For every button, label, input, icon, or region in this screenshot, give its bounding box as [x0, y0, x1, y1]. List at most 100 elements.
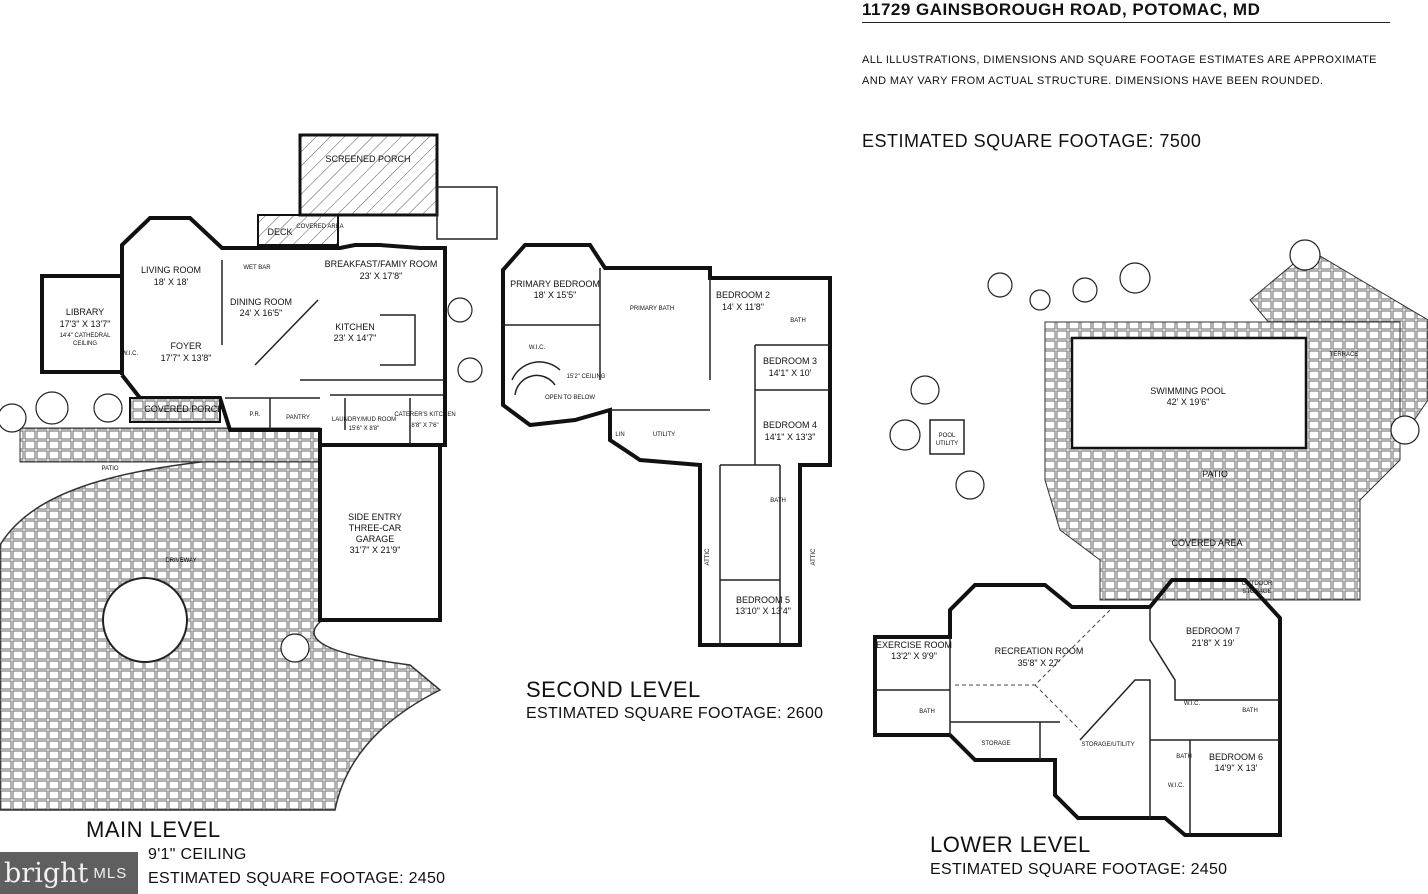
bright-mls-watermark: bright MLS — [0, 852, 138, 894]
lower-level-title: LOWER LEVEL — [930, 832, 1091, 857]
label-bath: BATH — [919, 709, 935, 715]
label-pantry: PANTRY — [286, 415, 310, 421]
label-bedroom-2-dim: 14' X 11'8" — [722, 302, 764, 312]
label-primary-bedroom: PRIMARY BEDROOM — [510, 279, 600, 289]
label-kitchen-dim: 23' X 14'7" — [334, 333, 377, 343]
label-outdoor-storage: OUTDOOR — [1242, 581, 1273, 587]
main-level-title: MAIN LEVEL — [86, 817, 221, 842]
label-open-to-below: OPEN TO BELOW — [545, 395, 595, 401]
total-square-footage: ESTIMATED SQUARE FOOTAGE: 7500 — [862, 131, 1202, 151]
label-bath-2: BATH — [770, 498, 786, 504]
beam-lines — [955, 609, 1111, 731]
label-exercise-room: EXERCISE ROOM — [876, 640, 952, 650]
interior-walls — [221, 260, 445, 445]
planter-circle — [102, 577, 188, 663]
porch-stairs — [436, 186, 498, 240]
label-recreation-room-dim: 35'8" X 27' — [1018, 658, 1061, 668]
spiral-stair — [511, 361, 561, 396]
label-exercise-room-dim: 13'2" X 9'9" — [891, 651, 937, 661]
watermark-brand: bright — [4, 857, 89, 889]
label-foyer-dim: 17'7" X 13'8" — [161, 353, 212, 363]
lower-house-walls — [873, 578, 1282, 837]
label-bedroom-4-dim: 14'1" X 13'3" — [765, 432, 816, 442]
label-outdoor-storage-2: STORAGE — [1242, 589, 1271, 595]
pool-utility — [929, 419, 965, 455]
main-level-ceiling: 9'1" CEILING — [148, 846, 247, 863]
label-breakfast-room-dim: 23' X 17'8" — [360, 271, 403, 281]
label-deck: DECK — [267, 227, 292, 237]
label-covered-area: COVERED AREA — [1171, 538, 1242, 548]
deck-area — [257, 214, 339, 246]
label-bedroom-4: BEDROOM 4 — [763, 420, 817, 430]
watermark-suffix: MLS — [93, 864, 128, 882]
label-wic: W.I.C. — [122, 351, 139, 357]
label-primary-bath: PRIMARY BATH — [630, 306, 674, 312]
label-kitchen: KITCHEN — [335, 322, 375, 332]
label-screened-porch: SCREENED PORCH — [325, 154, 410, 164]
label-caterers-kitchen-dim: 8'8" X 7'6" — [411, 423, 438, 429]
main-house-walls — [120, 216, 447, 447]
label-storage-utility: STORAGE/UTILITY — [1081, 742, 1134, 748]
label-garage-dim: 31'7" X 21'9" — [350, 545, 401, 555]
label-bath-2: BATH — [1242, 708, 1258, 714]
label-primary-bedroom-dim: 18' X 15'5" — [534, 290, 577, 300]
label-storage: STORAGE — [981, 741, 1010, 747]
label-driveway: DRIVEWAY — [165, 558, 196, 564]
label-attic-left: ATTIC — [705, 548, 711, 566]
label-garage-3: GARAGE — [356, 534, 395, 544]
screened-porch — [298, 133, 439, 217]
covered-porch — [129, 397, 221, 423]
label-library-note: 14'4" CATHEDRAL — [60, 333, 112, 339]
label-dining-room: DINING ROOM — [230, 297, 292, 307]
second-level-plan — [501, 243, 832, 647]
label-attic-right: ATTIC — [811, 548, 817, 566]
label-pool-utility: POOL — [939, 433, 956, 439]
label-living-room-dim: 18' X 18' — [154, 277, 189, 287]
label-swimming-pool: SWIMMING POOL — [1150, 386, 1226, 396]
label-laundry-dim: 15'6" X 8'8" — [349, 426, 380, 432]
label-ceiling: 15'2" CEILING — [567, 374, 606, 380]
lower-interior-walls — [875, 607, 1280, 835]
label-patio: PATIO — [101, 466, 118, 472]
lower-level-labels: SWIMMING POOL 42' X 19'6" TERRACE POOL U… — [876, 352, 1358, 789]
label-wic: W.I.C. — [1184, 701, 1201, 707]
label-bedroom-6: BEDROOM 6 — [1209, 752, 1263, 762]
label-wic-2: W.I.C. — [1168, 783, 1185, 789]
label-dining-room-dim: 24' X 16'5" — [240, 308, 283, 318]
second-level-labels: PRIMARY BEDROOM 18' X 15'5" PRIMARY BATH… — [510, 279, 817, 616]
lower-level-plan — [873, 249, 1428, 837]
lower-level-sqft: ESTIMATED SQUARE FOOTAGE: 2450 — [930, 861, 1228, 878]
label-bedroom-5: BEDROOM 5 — [736, 595, 790, 605]
label-patio: PATIO — [1202, 469, 1228, 479]
disclaimer-text: ALL ILLUSTRATIONS, DIMENSIONS AND SQUARE… — [862, 54, 1377, 87]
property-address: 11729 GAINSBOROUGH ROAD, POTOMAC, MD — [862, 0, 1390, 23]
label-bedroom-7: BEDROOM 7 — [1186, 626, 1240, 636]
label-breakfast-room: BREAKFAST/FAMIY ROOM — [325, 259, 438, 269]
label-garage-2: THREE-CAR — [349, 523, 402, 533]
label-foyer: FOYER — [170, 341, 202, 351]
label-living-room: LIVING ROOM — [141, 265, 201, 275]
second-interior-walls — [503, 268, 830, 645]
label-bath: BATH — [790, 318, 806, 324]
label-caterers-kitchen: CATERER'S KITCHEN — [394, 412, 455, 418]
label-pool-utility-2: UTILITY — [936, 441, 958, 447]
label-covered-area: COVERED AREA — [296, 224, 343, 230]
label-library-note-2: CEILING — [73, 341, 97, 347]
label-bedroom-2: BEDROOM 2 — [716, 290, 770, 300]
label-bedroom-5-dim: 13'10" X 13'4" — [735, 606, 791, 616]
main-level-plan — [0, 133, 498, 811]
label-terrace: TERRACE — [1330, 352, 1359, 358]
garage-walls — [318, 443, 442, 622]
label-utility: UTILITY — [653, 432, 675, 438]
label-powder-room: P.R. — [250, 412, 261, 418]
label-garage: SIDE ENTRY — [348, 512, 402, 522]
second-level-sqft: ESTIMATED SQUARE FOOTAGE: 2600 — [526, 705, 824, 722]
label-laundry: LAUNDRY/MUD ROOM — [332, 417, 396, 423]
label-lin: LIN — [615, 432, 624, 438]
label-wic: W.I.C. — [529, 345, 546, 351]
label-bedroom-6-dim: 14'9" X 13' — [1215, 763, 1258, 773]
second-house-walls — [501, 243, 832, 647]
label-recreation-room: RECREATION ROOM — [995, 646, 1084, 656]
label-covered-porch: COVERED PORCH — [144, 404, 224, 414]
